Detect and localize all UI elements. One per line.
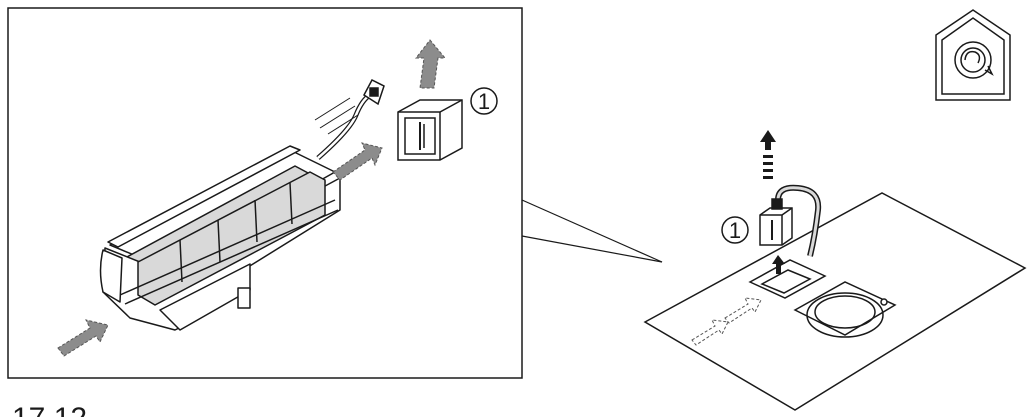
hood-housing [99, 145, 341, 331]
detail-frame [7, 7, 523, 379]
ceiling-panel [643, 192, 1027, 411]
plug-connector [363, 79, 385, 106]
filter-installed [759, 198, 793, 246]
figure-code: 17.12 [12, 402, 87, 417]
svg-text:1: 1 [729, 218, 741, 243]
airflow-arrows-detail [57, 39, 447, 357]
socket-up-arrow-icon [772, 255, 785, 274]
svg-text:1: 1 [478, 89, 490, 114]
detail-leader-lines [521, 199, 663, 263]
lift-arrow-icon [760, 130, 776, 179]
filter-module [397, 99, 463, 161]
motion-lines [314, 97, 359, 135]
callout-filter-installed: 1 [721, 216, 749, 244]
callout-filter-detail: 1 [470, 87, 498, 115]
airflow-outline-arrows [691, 297, 762, 346]
house-recirculation-icon [935, 9, 1011, 101]
